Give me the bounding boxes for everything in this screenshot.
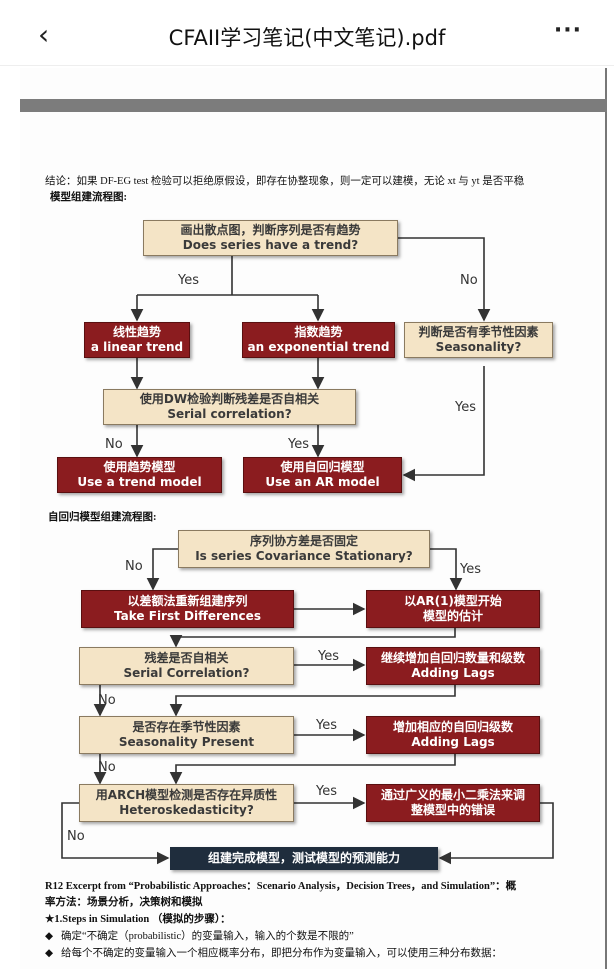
box-label-cn: 以差额法重新组建序列 <box>127 594 248 608</box>
box-label-cn: 继续增加自回归数量和级数 <box>380 651 525 665</box>
bullet-text: 确定“不确定（probabilistic）的变量输入，输入的个数是不限的” <box>60 931 354 942</box>
box-label-cn: 增加相应的自回归级数 <box>392 720 513 734</box>
yes-label: Yes <box>316 718 337 733</box>
top-bar: ‹ CFAII学习笔记(中文笔记).pdf ··· <box>0 0 614 66</box>
flow2-box-final: 组建完成模型，测试模型的预测能力 <box>170 847 438 870</box>
box-label-cn: 使用趋势模型 <box>103 460 176 474</box>
bullet-item: ◆ 确定“不确定（probabilistic）的变量输入，输入的个数是不限的” <box>45 928 354 943</box>
box-label-en: Is series Covariance Stationary? <box>195 549 413 563</box>
box-label-en: Adding Lags <box>411 735 495 749</box>
box-label-cn: 通过广义的最小二乘法来调 <box>380 788 525 802</box>
box-label-cn: 用ARCH模型检测是否存在异质性 <box>95 788 278 802</box>
yes-label: Yes <box>460 562 481 577</box>
flow2-box-gls: 通过广义的最小二乘法来调整模型中的错误 <box>366 784 540 822</box>
box-label-en: Does series have a trend? <box>182 238 359 252</box>
box-label-cn-2: 整模型中的错误 <box>410 803 495 817</box>
r12-heading: R12 Excerpt from “Probabilistic Approach… <box>45 881 517 892</box>
box-label-en: Use an AR model <box>265 475 380 489</box>
document-title: CFAII学习笔记(中文笔记).pdf <box>168 26 446 50</box>
box-label-en: Heteroskedasticity? <box>119 803 254 817</box>
box-label-en: Serial Correlation? <box>123 666 250 680</box>
box-label-en: Seasonality Present <box>118 735 255 749</box>
chevron-left-icon[interactable]: ‹ <box>38 18 50 51</box>
diamond-bullet-icon: ◆ <box>45 931 54 942</box>
box-label-cn: 以AR(1)模型开始 <box>404 594 502 608</box>
box-label-cn: 画出散点图，判断序列是否有趋势 <box>180 223 361 237</box>
box-label-cn: 残差是否自相关 <box>144 651 229 665</box>
yes-label: Yes <box>288 437 309 452</box>
box-label-en: Take First Differences <box>114 609 261 623</box>
box-label-cn: 判断是否有季节性因素 <box>418 325 539 339</box>
box-label-cn: 是否存在季节性因素 <box>132 720 241 734</box>
flow2-title: 自回归模型组建流程图: <box>48 512 157 523</box>
page-header-band <box>20 99 607 112</box>
box-label-cn: 使用自回归模型 <box>280 460 365 474</box>
flow1-title: 模型组建流程图: <box>50 192 127 203</box>
box-label-cn: 组建完成模型，测试模型的预测能力 <box>207 851 400 865</box>
box-label-cn: 序列协方差是否固定 <box>249 534 358 548</box>
no-label: No <box>105 437 123 452</box>
box-label-en: Adding Lags <box>411 666 495 680</box>
no-label: No <box>98 693 116 708</box>
box-label-cn: 使用DW检验判断残差是否自相关 <box>139 392 320 406</box>
bullet-text: 给每个不确定的变量输入一个相应概率分布，即把分布作为变量输入，可以使用三种分布数… <box>60 948 502 959</box>
steps-title: ★1.Steps in Simulation （模拟的步骤）： <box>45 914 231 925</box>
box-label-cn: 线性趋势 <box>112 325 161 339</box>
yes-label: Yes <box>318 649 339 664</box>
box-label-cn: 指数趋势 <box>294 325 343 339</box>
conclusion-text: 结论：如果 DF-EG test 检验可以拒绝原假设，即存在协整现象，则一定可以… <box>45 176 525 187</box>
no-label: No <box>67 829 85 844</box>
no-label: No <box>98 760 116 775</box>
no-label: No <box>125 559 143 574</box>
flow2-box-ar1: 以AR(1)模型开始模型的估计 <box>366 590 540 628</box>
box-label-en: Seasonality? <box>435 340 522 354</box>
yes-label: Yes <box>455 400 476 415</box>
box-label-en: Use a trend model <box>77 475 202 489</box>
box-label-en: a linear trend <box>90 340 184 354</box>
box-label-en: Serial correlation? <box>167 407 292 421</box>
yes-label: Yes <box>178 273 199 288</box>
diamond-bullet-icon: ◆ <box>45 948 54 959</box>
box-label-en: an exponential trend <box>247 340 390 354</box>
bullet-item: ◆ 给每个不确定的变量输入一个相应概率分布，即把分布作为变量输入，可以使用三种分… <box>45 945 502 960</box>
r12-heading-cont: 率方法：场景分析，决策树和模拟 <box>45 897 203 908</box>
yes-label: Yes <box>316 784 337 799</box>
no-label: No <box>460 273 478 288</box>
box-label-en: 模型的估计 <box>422 609 483 623</box>
more-horizontal-icon[interactable]: ··· <box>553 18 582 43</box>
